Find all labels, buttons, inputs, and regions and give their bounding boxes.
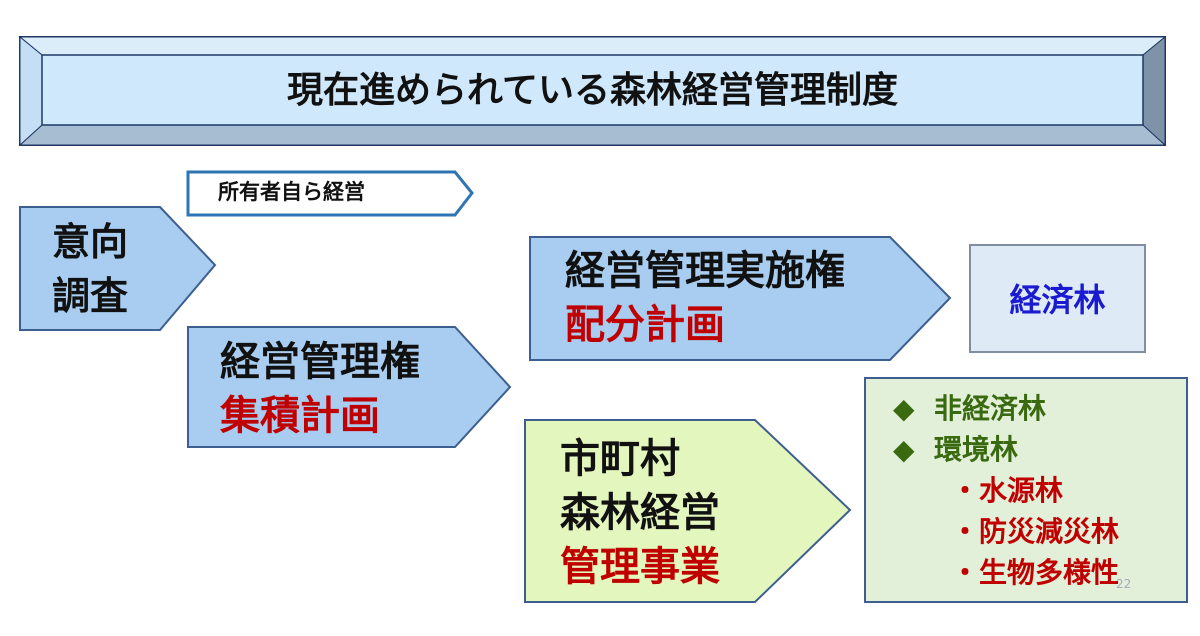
item-text: 非経済林 [934, 392, 1047, 425]
municipal-line3: 管理事業 [560, 544, 720, 590]
diamond-bullet-icon: ◆ [893, 392, 915, 425]
list-item: ・水源林 [893, 470, 1119, 511]
survey-line1: 意向 [52, 220, 129, 264]
item-text: 生物多様性 [979, 556, 1120, 589]
impl-right-title: 経営管理実施権 [565, 248, 845, 294]
item-text: 防災減災林 [979, 515, 1120, 548]
diamond-bullet-icon: ◆ [893, 433, 915, 466]
impl-right-label: 経営管理実施権 配分計画 [565, 244, 845, 352]
mgmt-right-arrow [187, 326, 512, 448]
title-banner [18, 35, 1167, 147]
impl-right-arrow [529, 236, 952, 361]
survey-arrow [19, 206, 217, 331]
survey-line2: 調査 [52, 274, 129, 318]
forest-types-list: ◆ 非経済林 ◆ 環境林 ・水源林 ・防災減災林 ・生物多様性 [893, 388, 1119, 593]
survey-label: 意向 調査 [52, 215, 128, 323]
dot-bullet-icon: ・ [951, 474, 980, 507]
mgmt-right-title: 経営管理権 [220, 339, 420, 385]
self-managed-label: 所有者自ら経営 [218, 180, 365, 204]
dot-bullet-icon: ・ [951, 556, 980, 589]
slide-number: 22 [1116, 577, 1132, 591]
dot-bullet-icon: ・ [951, 515, 980, 548]
list-item: ◆ 環境林 [893, 429, 1119, 470]
item-text: 水源林 [979, 474, 1064, 507]
municipal-label: 市町村 森林経営 管理事業 [560, 432, 720, 594]
list-item: ◆ 非経済林 [893, 388, 1119, 429]
economic-forest-box [969, 244, 1146, 353]
economic-forest-label: 経済林 [1009, 281, 1106, 319]
municipal-arrow [524, 419, 852, 603]
item-text: 環境林 [934, 433, 1019, 466]
list-item: ・防災減災林 [893, 511, 1119, 552]
forest-types-box [864, 377, 1188, 603]
page-title: 現在進められている森林経営管理制度 [287, 70, 898, 111]
list-item: ・生物多様性 [893, 552, 1119, 593]
municipal-line2: 森林経営 [560, 490, 720, 536]
allocation-plan: 配分計画 [565, 302, 725, 348]
mgmt-right-label: 経営管理権 集積計画 [220, 335, 420, 443]
self-managed-arrow [186, 170, 474, 217]
accumulation-plan: 集積計画 [220, 393, 380, 439]
municipal-line1: 市町村 [560, 436, 680, 482]
